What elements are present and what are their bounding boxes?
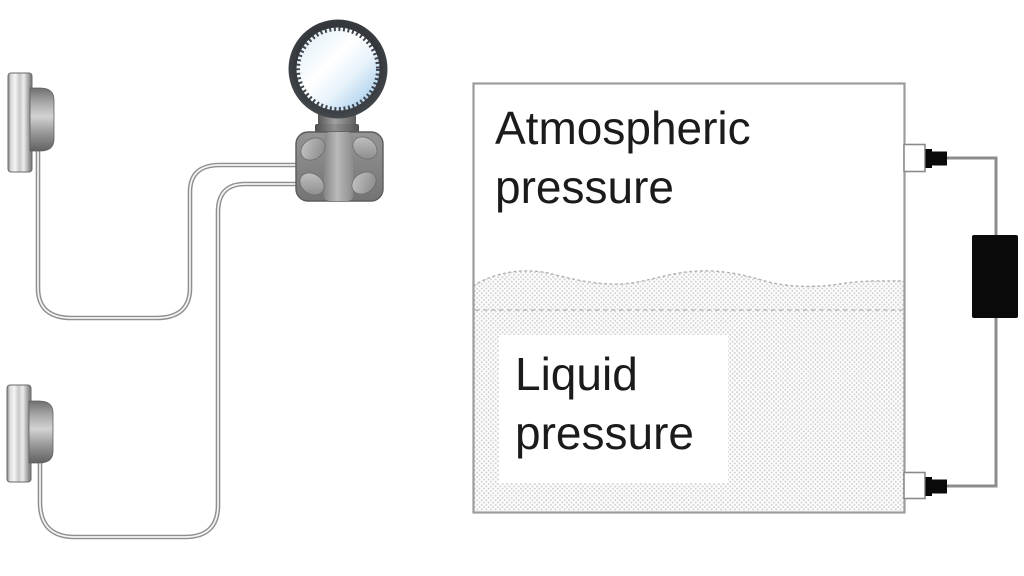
capillary-tube-bottom [37, 181, 297, 540]
diaphragm-seal-top [7, 72, 55, 173]
capillary-tube-top [35, 150, 297, 321]
tank-wall [472, 82, 906, 514]
bolt-icon [351, 171, 377, 195]
impulse-line-bottom [947, 316, 998, 488]
atmospheric-pressure-label: Atmospheric pressure [495, 102, 751, 213]
pressure-transmitter-icon [288, 19, 388, 202]
bolt-icon [300, 137, 326, 161]
tank-nozzle-bottom [903, 471, 947, 500]
bolt-icon [299, 172, 325, 196]
impulse-line-top [947, 156, 998, 238]
diaphragm-seal-bottom [6, 384, 54, 483]
transmitter-body [295, 131, 384, 202]
bolt-icon [352, 136, 378, 160]
tank-nozzle-top [903, 143, 947, 173]
liquid-surface [472, 270, 906, 288]
liquid-pressure-label: Liquid pressure [499, 335, 728, 483]
round-gauge-display-icon [288, 19, 388, 119]
terminal-block-icon [972, 235, 1018, 318]
